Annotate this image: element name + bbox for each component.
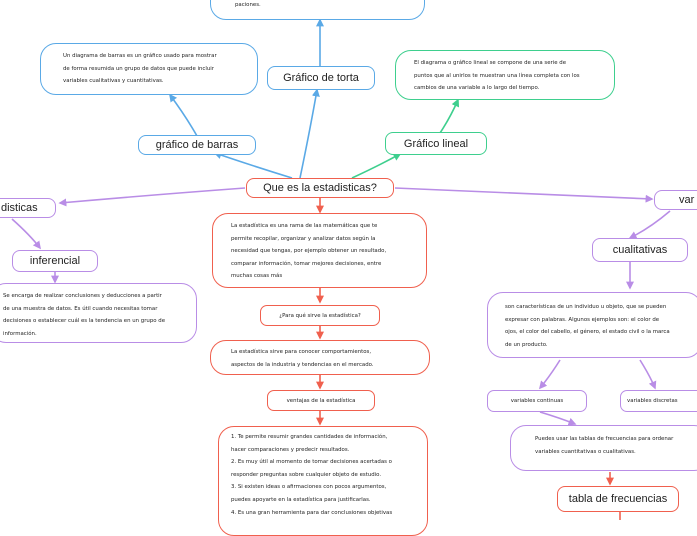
ventajas-node[interactable]: ventajas de la estadística [267,390,375,411]
question-node[interactable]: ¿Para qué sirve la estadística? [260,305,380,326]
cualitativas-topic[interactable]: cualitativas [592,238,688,262]
lineal-label: Gráfico lineal [403,137,469,150]
central-topic[interactable]: Que es la estadisticas? [246,178,394,198]
ventajas-line-3: 2. Es muy útil al momento de tomar decis… [231,459,392,466]
lineal-desc-line-1: El diagrama o gráfico lineal se compone … [414,60,567,66]
lineal-description[interactable]: El diagrama o gráfico lineal se compone … [395,50,615,100]
link-desc-discretas [639,359,657,390]
cualitativas-desc-line-2: expresar con palabras. Algunos ejemplos … [505,316,660,323]
cualitativas-desc-line-3: ojos, el color del cabello, el género, e… [505,329,670,336]
torta-topic[interactable]: Gráfico de torta [267,66,375,90]
ventajas-line-5: 3. Si existen ideas o afirmaciones con p… [231,484,387,491]
lineal-desc-line-2: puntos que al unirlos te muestran una lí… [414,72,580,79]
tabla-frecuencias-label: tabla de frecuencias [568,493,668,505]
continuas-label: variables continuas [510,398,564,404]
link-lineal-desc [439,98,460,134]
tipos-label: disticas [1,202,38,214]
definition-line-1: La estadística es una rama de las matemá… [231,223,378,229]
central-label: Que es la estadisticas? [263,182,377,194]
ventajas-line-4: responder preguntas sobre cualquier obje… [231,471,382,478]
link-variables-cualitativas [628,210,671,239]
answer-line-1: La estadística sirve para conocer compor… [231,349,372,355]
inferencial-desc-line-1: Se encarga de realizar conclusiones y de… [3,293,162,299]
barras-topic[interactable]: gráfico de barras [138,135,256,155]
barras-desc-line-2: de forma resumida un grupo de datos que … [63,65,214,72]
cualitativas-description[interactable]: son características de un individuo u ob… [487,292,697,358]
inferencial-label: inferencial [29,255,81,267]
link-central-barras [213,151,293,179]
variables-label: var [679,194,695,206]
torta-desc-line-2: paciones. [235,2,261,8]
ventajas-line-2: hacer comparaciones y predecir resultado… [231,446,350,453]
barras-label: gráfico de barras [155,139,239,151]
link-tipos-inferencial [11,218,41,250]
definition-line-4: comparar información, tomar mejores deci… [231,260,382,267]
cualitativas-desc-line-1: son características de un individuo u ob… [505,304,667,310]
link-continuas-tablas [539,411,577,426]
link-barras-desc [169,93,198,137]
inferencial-desc-line-4: información. [3,330,37,337]
ventajas-label: ventajas de la estadística [286,397,356,404]
cualitativas-label: cualitativas [612,244,668,256]
question-label: ¿Para qué sirve la estadística? [279,312,361,319]
definition-line-3: necesidad que tengas, por ejemplo obtene… [231,248,387,255]
tablas-desc-line-2: variables cuantitativas o cualitativas. [535,448,636,455]
link-central-tipos [58,187,246,207]
tablas-desc-line-1: Puedes usar las tablas de frecuencias pa… [535,436,674,442]
variables-topic[interactable]: var [654,190,697,210]
ventajas-line-7: 4. Es una gran herramienta para dar conc… [231,509,393,516]
definition-description[interactable]: La estadística es una rama de las matemá… [212,213,427,288]
connector-lines [11,18,671,520]
barras-desc-line-1: Un diagrama de barras es un gráfico usad… [63,53,217,59]
answer-description[interactable]: La estadística sirve para conocer compor… [210,340,430,375]
lineal-desc-line-3: cambios de una variable a lo largo del t… [414,85,540,92]
discretas-label: variables discretas [627,398,678,404]
tipos-topic[interactable]: disticas [0,198,56,218]
answer-line-2: aspectos de la industria y tendencias en… [231,361,374,368]
link-central-variables [394,187,654,203]
ventajas-line-1: 1. Te permite resumir grandes cantidades… [231,434,388,440]
inferencial-desc-line-2: de una muestra de datos. Es útil cuando … [3,305,158,312]
discretas-node[interactable]: variables discretas [620,390,697,412]
inferencial-topic[interactable]: inferencial [12,250,98,272]
barras-desc-line-3: variables cualitativas y cuantitativas. [63,78,164,85]
torta-label: Gráfico de torta [283,72,359,84]
ventajas-description[interactable]: 1. Te permite resumir grandes cantidades… [218,426,428,536]
link-central-lineal [351,153,402,179]
torta-description[interactable]: paciones. [210,0,425,20]
definition-line-5: muchas cosas más [231,273,283,280]
tabla-frecuencias-topic[interactable]: tabla de frecuencias [557,486,679,512]
link-central-torta [299,88,320,179]
barras-description[interactable]: Un diagrama de barras es un gráfico usad… [40,43,258,95]
cualitativas-desc-line-4: de un producto. [505,341,548,348]
ventajas-line-6: puedes apoyarte en la estadística para j… [231,496,371,503]
definition-line-2: permite recopilar, organizar y analizar … [231,235,376,242]
inferencial-desc-line-3: decisiones o establecer cuál es la tende… [3,318,166,325]
inferencial-description[interactable]: Se encarga de realizar conclusiones y de… [0,283,197,343]
continuas-node[interactable]: variables continuas [487,390,587,412]
tablas-description[interactable]: Puedes usar las tablas de frecuencias pa… [510,425,697,471]
lineal-topic[interactable]: Gráfico lineal [385,132,487,155]
link-desc-continuas [538,359,561,390]
